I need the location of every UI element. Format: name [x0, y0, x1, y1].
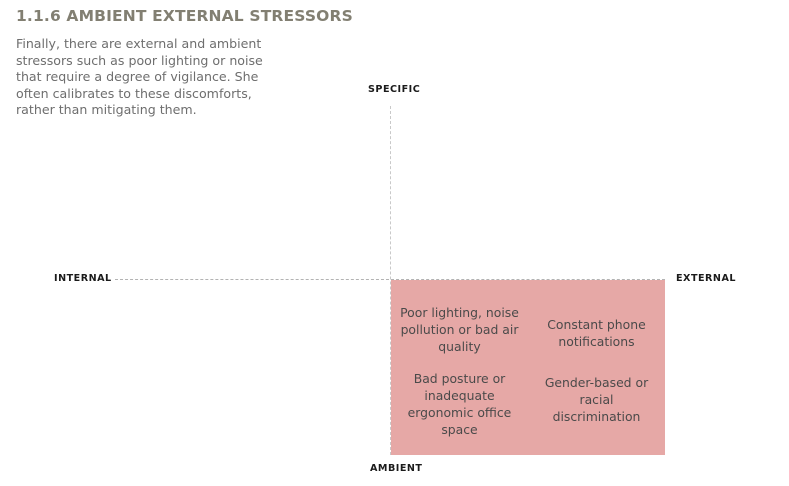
list-item: Bad posture or inadequate ergonomic offi… — [407, 370, 512, 437]
axis-label-internal: INTERNAL — [54, 273, 112, 284]
list-item: Poor lighting, noise pollution or bad ai… — [400, 304, 519, 354]
list-item: Gender-based or racial discrimination — [544, 375, 649, 424]
quadrant-column-left: Poor lighting, noise pollution or bad ai… — [391, 280, 528, 455]
axis-vertical-dashed-line — [390, 106, 391, 455]
axis-horizontal-dashed-line — [115, 279, 665, 280]
page-title: 1.1.6 AMBIENT EXTERNAL STRESSORS — [16, 7, 353, 25]
axis-label-external: EXTERNAL — [676, 273, 737, 284]
section-description: Finally, there are external and ambient … — [16, 36, 263, 118]
quadrant-panel-external-ambient: Poor lighting, noise pollution or bad ai… — [391, 280, 665, 455]
quadrant-column-right: Constant phone notifications Gender-base… — [528, 280, 665, 455]
axis-label-ambient: AMBIENT — [370, 463, 423, 474]
axis-label-specific: SPECIFIC — [368, 84, 421, 95]
list-item: Constant phone notifications — [547, 317, 646, 349]
